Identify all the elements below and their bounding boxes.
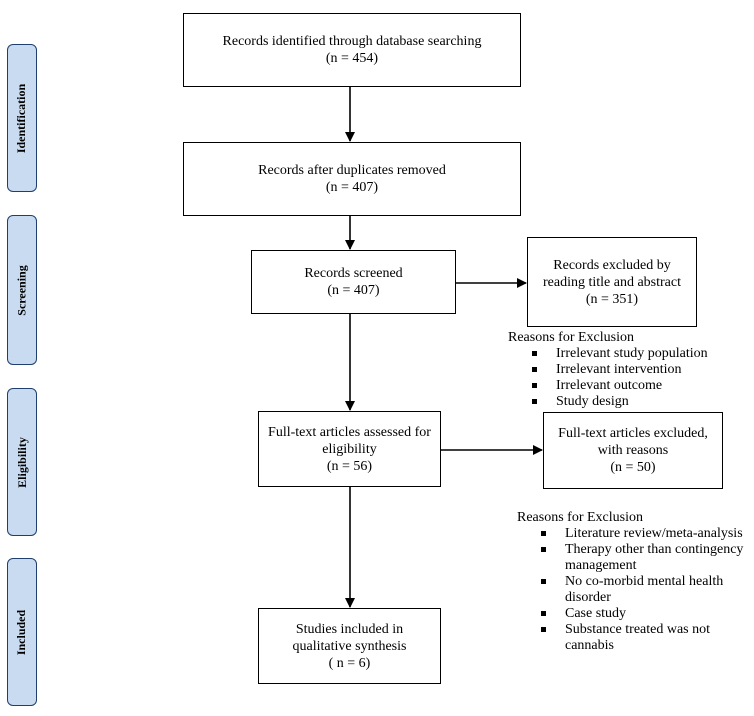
- phase-identification: Identification: [7, 44, 37, 192]
- box-studies-included: Studies included in qualitative synthesi…: [258, 608, 441, 684]
- box-records-screened: Records screened (n = 407): [251, 250, 456, 314]
- box-studies-included-count: ( n = 6): [328, 655, 371, 671]
- box-records-screened-text: Records screened: [304, 266, 403, 281]
- eligibility-reason-item: Therapy other than contingency managemen…: [539, 542, 749, 574]
- box-records-excluded-text2: reading title and abstract: [543, 274, 681, 290]
- box-records-identified-text: Records identified through database sear…: [222, 34, 482, 49]
- box-fulltext-assessed-count: (n = 56): [326, 458, 373, 474]
- box-studies-included-text2: qualitative synthesis: [292, 638, 407, 654]
- screening-reasons-title: Reasons for Exclusion: [508, 330, 634, 345]
- screening-reason-item: Irrelevant outcome: [530, 378, 748, 394]
- screening-exclusion-reasons: Reasons for Exclusion Irrelevant study p…: [508, 330, 748, 410]
- box-fulltext-excluded-count: (n = 50): [610, 460, 656, 475]
- box-fulltext-assessed: Full-text articles assessed for eligibil…: [258, 411, 441, 487]
- box-fulltext-assessed-text2: eligibility: [322, 441, 377, 457]
- screening-reasons-list: Irrelevant study population Irrelevant i…: [508, 346, 748, 410]
- phase-screening: Screening: [7, 215, 37, 365]
- box-duplicates-removed-text: Records after duplicates removed: [258, 163, 446, 178]
- eligibility-reason-item: Substance treated was not cannabis: [539, 622, 749, 654]
- box-studies-included-text1: Studies included in: [295, 621, 404, 637]
- eligibility-reason-item: Literature review/meta-analysis: [539, 526, 749, 542]
- box-records-excluded-text1: Records excluded by: [553, 257, 671, 273]
- box-records-identified-count: (n = 454): [325, 51, 379, 66]
- box-fulltext-excluded-text1: Full-text articles excluded,: [558, 426, 708, 441]
- phase-included: Included: [7, 558, 37, 706]
- box-records-excluded: Records excluded by reading title and ab…: [527, 237, 697, 327]
- eligibility-exclusion-reasons: Reasons for Exclusion Literature review/…: [517, 510, 749, 654]
- box-records-screened-count: (n = 407): [327, 283, 380, 298]
- box-records-identified: Records identified through database sear…: [183, 13, 521, 87]
- eligibility-reason-item: No co-morbid mental health disorder: [539, 574, 749, 606]
- screening-reason-item: Study design: [530, 394, 748, 410]
- eligibility-reason-item: Case study: [539, 606, 749, 622]
- eligibility-reasons-title: Reasons for Exclusion: [517, 510, 643, 525]
- box-records-excluded-count: (n = 351): [585, 291, 639, 307]
- phase-eligibility: Eligibility: [7, 388, 37, 536]
- box-fulltext-excluded-text2: with reasons: [597, 443, 669, 458]
- box-fulltext-assessed-text1: Full-text articles assessed for: [268, 424, 431, 440]
- screening-reason-item: Irrelevant study population: [530, 346, 748, 362]
- box-duplicates-removed: Records after duplicates removed (n = 40…: [183, 142, 521, 216]
- screening-reason-item: Irrelevant intervention: [530, 362, 748, 378]
- eligibility-reasons-list: Literature review/meta-analysis Therapy …: [517, 526, 749, 654]
- box-fulltext-excluded: Full-text articles excluded, with reason…: [543, 412, 723, 489]
- box-duplicates-removed-count: (n = 407): [325, 180, 379, 195]
